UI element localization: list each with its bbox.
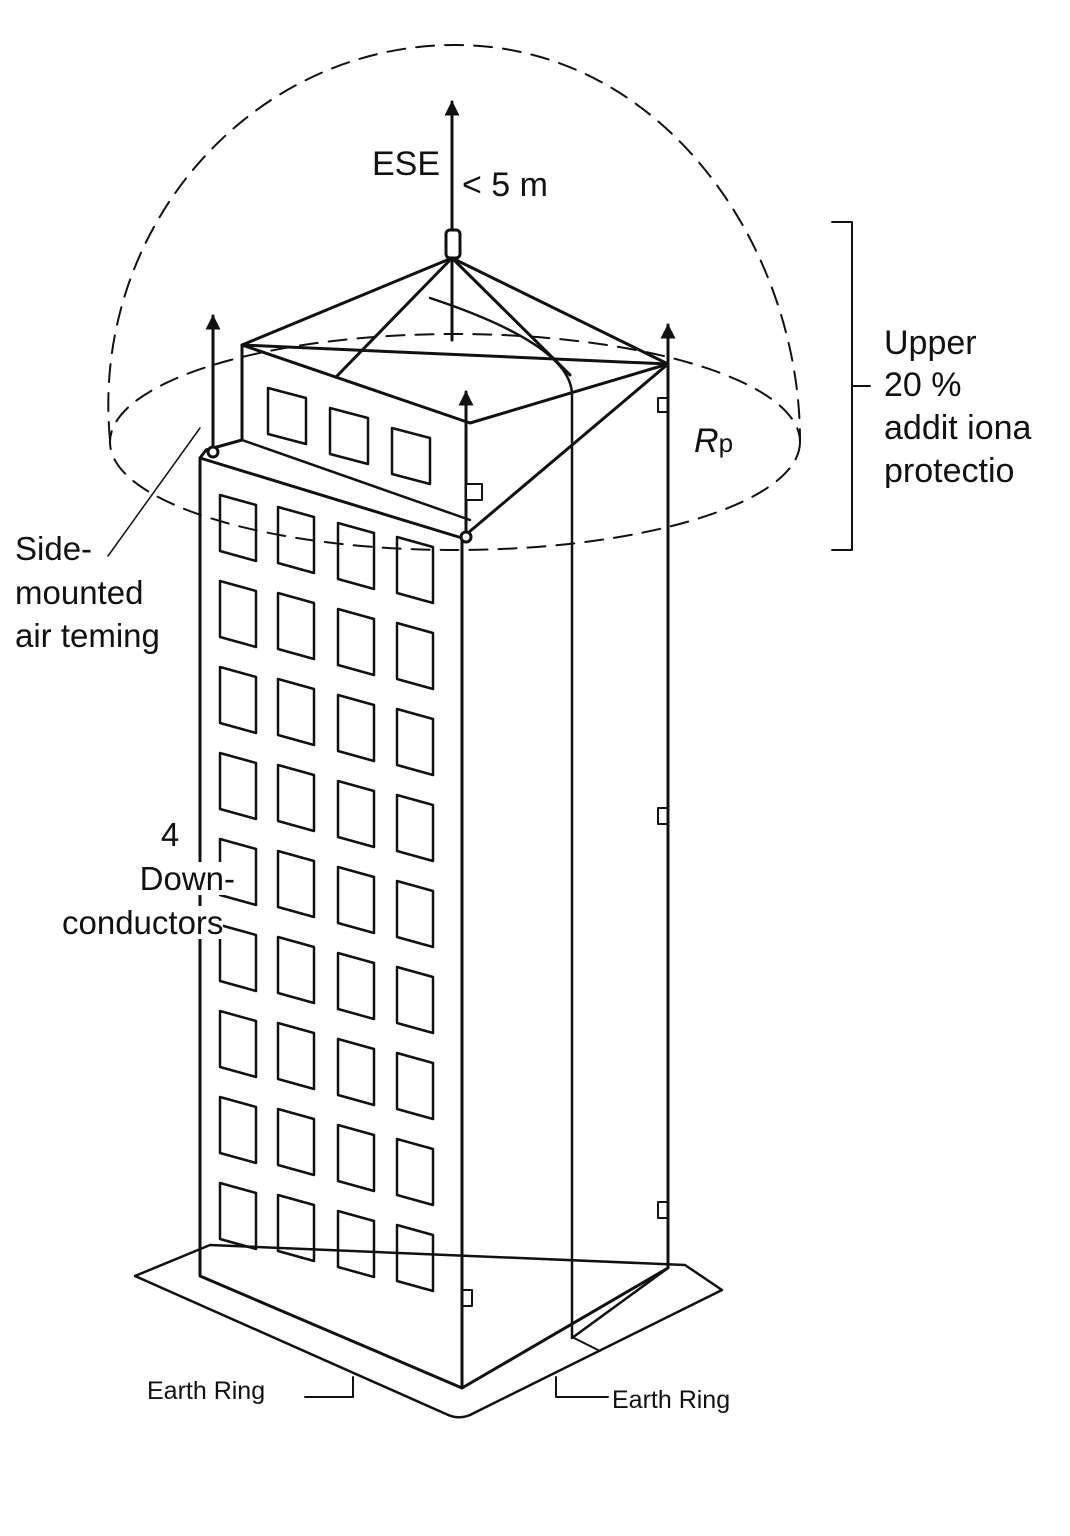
building-front-face (198, 456, 464, 1390)
window (336, 521, 376, 591)
window (336, 1209, 376, 1279)
windows (218, 386, 435, 1293)
roof-edge (240, 343, 670, 425)
guy-wire-3 (450, 256, 670, 366)
upper-protection-line-4: protectio (884, 454, 1015, 488)
height-limit-label: < 5 m (462, 166, 548, 204)
ese-label: ESE (372, 145, 441, 183)
window (218, 493, 258, 563)
window (218, 1181, 258, 1251)
earth-ring-left-leader (304, 1376, 354, 1398)
protection-dome (107, 44, 801, 441)
upper-protection-line-1: Upper (884, 324, 977, 362)
side-mounted-leader (107, 427, 201, 557)
window (218, 923, 258, 993)
rp-symbol: R (694, 422, 719, 460)
building-side-face (460, 362, 670, 1390)
upper-zone-bracket (831, 221, 871, 551)
test-clamp (657, 807, 669, 825)
earth-ring-left-label: Earth Ring (147, 1377, 266, 1405)
window (218, 579, 258, 649)
window (336, 607, 376, 677)
air-terminal-front-clamp (465, 483, 483, 501)
window (390, 426, 432, 486)
window (395, 1137, 435, 1207)
window (276, 935, 316, 1005)
window (336, 951, 376, 1021)
window (395, 1051, 435, 1121)
window (336, 1123, 376, 1193)
test-clamp (657, 397, 669, 413)
protection-radius-ellipse (109, 333, 801, 551)
air-terminal-front-base (459, 530, 473, 544)
roof-step (240, 438, 472, 522)
guy-wire-4 (450, 256, 572, 377)
rp-subscript: p (718, 428, 734, 458)
window (395, 879, 435, 949)
window (276, 763, 316, 833)
test-clamp (461, 1289, 473, 1307)
side-mounted-line-3: air teming (15, 617, 160, 654)
window (395, 707, 435, 777)
earth-ring-right-label: Earth Ring (612, 1386, 731, 1414)
guy-wire-2 (334, 256, 454, 379)
window (395, 793, 435, 863)
window (395, 535, 435, 605)
upper-protection-line-3: addit iona (884, 411, 1032, 445)
test-clamp (657, 1201, 669, 1219)
window (218, 665, 258, 735)
down-conductors-line-2: Down- (40, 862, 235, 895)
window (276, 591, 316, 661)
window (218, 1009, 258, 1079)
window (218, 751, 258, 821)
earth-ring-inner (573, 1337, 601, 1352)
window (218, 1095, 258, 1165)
down-conductors-line-3: conductors (62, 904, 224, 941)
window (336, 865, 376, 935)
window (266, 386, 308, 446)
window (336, 1037, 376, 1107)
window (395, 1223, 435, 1293)
air-terminal-left-base (206, 445, 220, 459)
down-conductors-line-1: 4 (160, 816, 180, 853)
window (336, 693, 376, 763)
roof-parapet (198, 343, 670, 460)
window (395, 965, 435, 1035)
ese-head (444, 228, 462, 260)
upper-protection-line-2: 20 % (884, 366, 962, 404)
window (276, 1193, 316, 1263)
window (276, 677, 316, 747)
side-mounted-line-2: mounted (15, 574, 144, 611)
rp-label: Rp (694, 424, 733, 458)
window (395, 621, 435, 691)
window (276, 1107, 316, 1177)
earth-ring-right-leader (555, 1376, 609, 1398)
window (276, 1021, 316, 1091)
window (328, 406, 370, 466)
window (276, 505, 316, 575)
window (336, 779, 376, 849)
side-mounted-line-1: Side- (15, 530, 93, 567)
window (276, 849, 316, 919)
guy-wire-1 (240, 256, 454, 347)
ground-slab (133, 1243, 724, 1419)
